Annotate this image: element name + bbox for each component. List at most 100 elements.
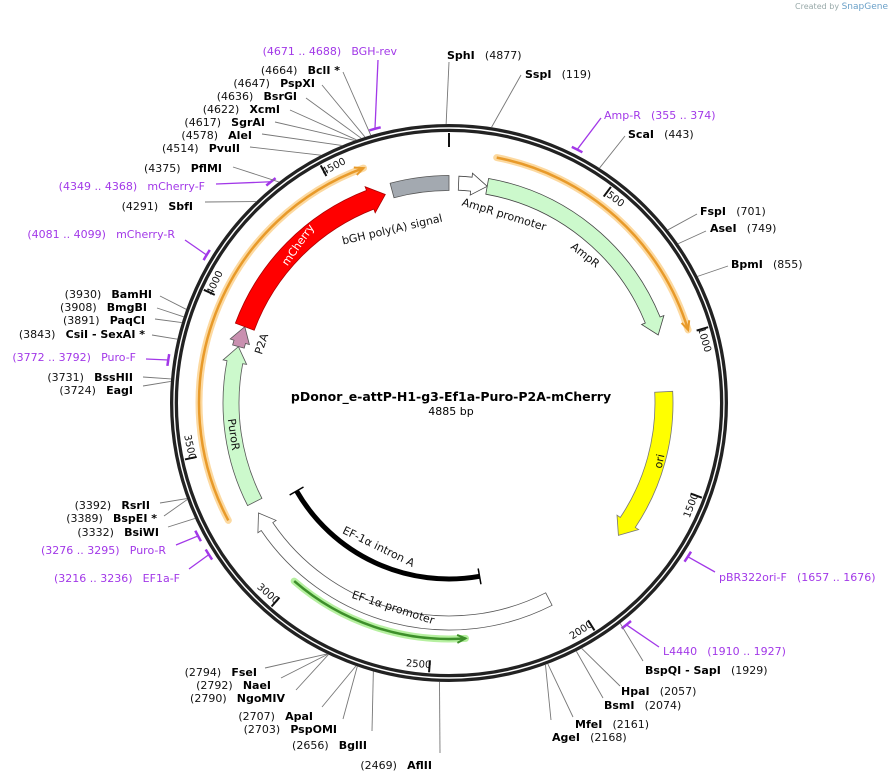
enzyme-alei[interactable]: (4578) AleI: [181, 124, 342, 146]
site-position: (3930): [65, 288, 102, 301]
site-position: (2469): [360, 759, 397, 772]
primer-pbr322ori-f[interactable]: pBR322ori-F (1657 .. 1676): [683, 551, 876, 585]
site-label: Amp-R (355 .. 374): [604, 104, 716, 123]
enzyme-bspei[interactable]: (3389) BspEI *: [66, 499, 188, 526]
primer-mark: [204, 548, 214, 561]
enzyme-pflmi[interactable]: (4375) PflMI: [144, 157, 279, 183]
feature-bgh-polya[interactable]: [389, 175, 450, 199]
enzyme-pspxi[interactable]: (4647) PspXI: [233, 72, 366, 138]
site-position: (4877): [485, 49, 522, 62]
site-leader-line: [305, 97, 362, 139]
site-leader-line: [145, 358, 169, 361]
tick-2000: [587, 619, 596, 631]
enzyme-bsmi[interactable]: BsmI (2074): [575, 651, 681, 713]
site-name: SgrAI: [231, 116, 265, 129]
enzyme-bcli[interactable]: (4664) BclI *: [261, 59, 372, 136]
site-leader-line: [159, 498, 187, 504]
enzyme-fsei[interactable]: (2794) FseI: [185, 653, 328, 680]
site-leader-line: [667, 213, 698, 231]
primer-puro-f[interactable]: (3772 .. 3792) Puro-F: [12, 346, 171, 367]
site-label: (4664) BclI *: [261, 59, 340, 78]
label-puror: PuroR: [225, 418, 242, 452]
enzyme-bamhi[interactable]: (3930) BamHI: [65, 283, 187, 310]
enzyme-pvuii[interactable]: (4514) PvuII: [162, 137, 321, 156]
enzyme-hpai[interactable]: HpaI (2057): [581, 648, 697, 699]
primer-mcherry-f[interactable]: (4349 .. 4368) mCherry-F: [59, 175, 277, 194]
primer-puro-r[interactable]: (3276 .. 3295) Puro-R: [41, 530, 202, 558]
enzyme-ngomiv[interactable]: (2790) NgoMIV: [190, 654, 329, 706]
site-leader-line: [491, 74, 522, 128]
primer-bgh-rev[interactable]: (4671 .. 4688) BGH-rev: [263, 40, 398, 132]
enzyme-bspqi-sapi[interactable]: BspQI - SapI (1929): [619, 623, 768, 678]
site-position: (3392): [75, 499, 112, 512]
site-position: (1910 .. 1927): [707, 645, 786, 658]
feature-ef1a-promoter[interactable]: [257, 512, 553, 631]
enzyme-aflii[interactable]: (2469) AflII: [360, 681, 441, 773]
site-position: (4081 .. 4099): [27, 228, 106, 241]
site-label: (2792) NaeI: [196, 674, 271, 693]
enzyme-sphi[interactable]: SphI (4877): [445, 44, 522, 125]
enzyme-asei[interactable]: AseI (749): [677, 217, 776, 245]
site-name: AflII: [407, 759, 432, 772]
orange-track-left: [195, 164, 367, 524]
enzyme-rsrii[interactable]: (3392) RsrII: [75, 494, 187, 513]
enzyme-naei[interactable]: (2792) NaeI: [196, 653, 328, 693]
site-label: (3216 .. 3236) EF1a-F: [54, 567, 180, 586]
enzyme-fspi[interactable]: FspI (701): [667, 200, 766, 231]
site-leader-line: [576, 117, 602, 150]
enzyme-sspi[interactable]: SspI (119): [491, 63, 592, 128]
primer-mcherry-r[interactable]: (4081 .. 4099) mCherry-R: [27, 223, 211, 261]
site-position: (3389): [66, 512, 103, 525]
site-name: Amp-R: [604, 109, 641, 122]
site-position: (1929): [731, 664, 768, 677]
feature-ori[interactable]: [616, 390, 674, 536]
enzyme-sbfi[interactable]: (4291) SbfI: [122, 195, 256, 214]
site-leader-line: [154, 318, 182, 324]
enzyme-bpmi[interactable]: BpmI (855): [697, 253, 803, 277]
enzyme-mfei[interactable]: MfeI (2161): [547, 663, 649, 732]
enzyme-scai[interactable]: ScaI (443): [599, 123, 694, 169]
site-position: (4671 .. 4688): [263, 45, 342, 58]
enzyme-pspomi[interactable]: (2703) PspOMI: [244, 666, 358, 737]
enzyme-sgrai[interactable]: (4617) SgrAI: [184, 111, 355, 141]
feature-ef1a-intron[interactable]: [289, 486, 482, 585]
site-name: PflMI: [191, 162, 222, 175]
enzyme-agei[interactable]: AgeI (2168): [545, 664, 627, 745]
enzyme-bsrgi[interactable]: (4636) BsrGI: [217, 85, 362, 139]
tick-3500: [184, 455, 197, 461]
arrowhead-icon: [353, 166, 366, 176]
primer-amp-r[interactable]: Amp-R (355 .. 374): [571, 104, 716, 154]
feature-ampr[interactable]: [485, 178, 665, 336]
primer-ef1a-f[interactable]: (3216 .. 3236) EF1a-F: [54, 548, 214, 587]
site-position: (2168): [590, 731, 627, 744]
backbone-strand-gap: [173, 127, 725, 679]
site-label: HpaI (2057): [621, 680, 696, 699]
feature-ampr-promoter[interactable]: [457, 172, 488, 196]
site-name: SphI: [447, 49, 475, 62]
enzyme-bsshii[interactable]: (3731) BssHII: [47, 366, 172, 385]
enzyme-apai[interactable]: (2707) ApaI: [238, 665, 357, 724]
enzyme-xcmi[interactable]: (4622) XcmI: [203, 98, 357, 141]
primer-l4440[interactable]: L4440 (1910 .. 1927): [620, 620, 786, 659]
enzyme-bsiwi[interactable]: (3332) BsiWI: [77, 518, 196, 540]
enzyme-bglii[interactable]: (2656) BglII: [292, 671, 374, 753]
site-name: MfeI: [575, 718, 602, 731]
site-leader-line: [151, 334, 178, 340]
enzyme-csii-sexai[interactable]: (3843) CsiI - SexAI *: [19, 323, 178, 342]
site-label: (3392) RsrII: [75, 494, 150, 513]
arrowhead-icon: [456, 633, 468, 644]
site-label: (2794) FseI: [185, 661, 257, 680]
site-label: (4617) SgrAI: [184, 111, 265, 130]
site-position: (4636): [217, 90, 254, 103]
feature-p2a[interactable]: [229, 325, 250, 349]
site-label: (3276 .. 3295) Puro-R: [41, 539, 166, 558]
tick-label: 2500: [405, 658, 431, 671]
site-position: (3908): [60, 301, 97, 314]
enzyme-paqci[interactable]: (3891) PaqCI: [63, 309, 182, 328]
enzyme-bmgbi[interactable]: (3908) BmgBI: [60, 296, 184, 318]
site-name: NaeI: [243, 679, 271, 692]
feature-puror[interactable]: [222, 345, 263, 507]
enzyme-eagi[interactable]: (3724) EagI: [59, 379, 171, 398]
feature-mcherry[interactable]: [234, 186, 386, 331]
tick-1500: [690, 492, 703, 499]
